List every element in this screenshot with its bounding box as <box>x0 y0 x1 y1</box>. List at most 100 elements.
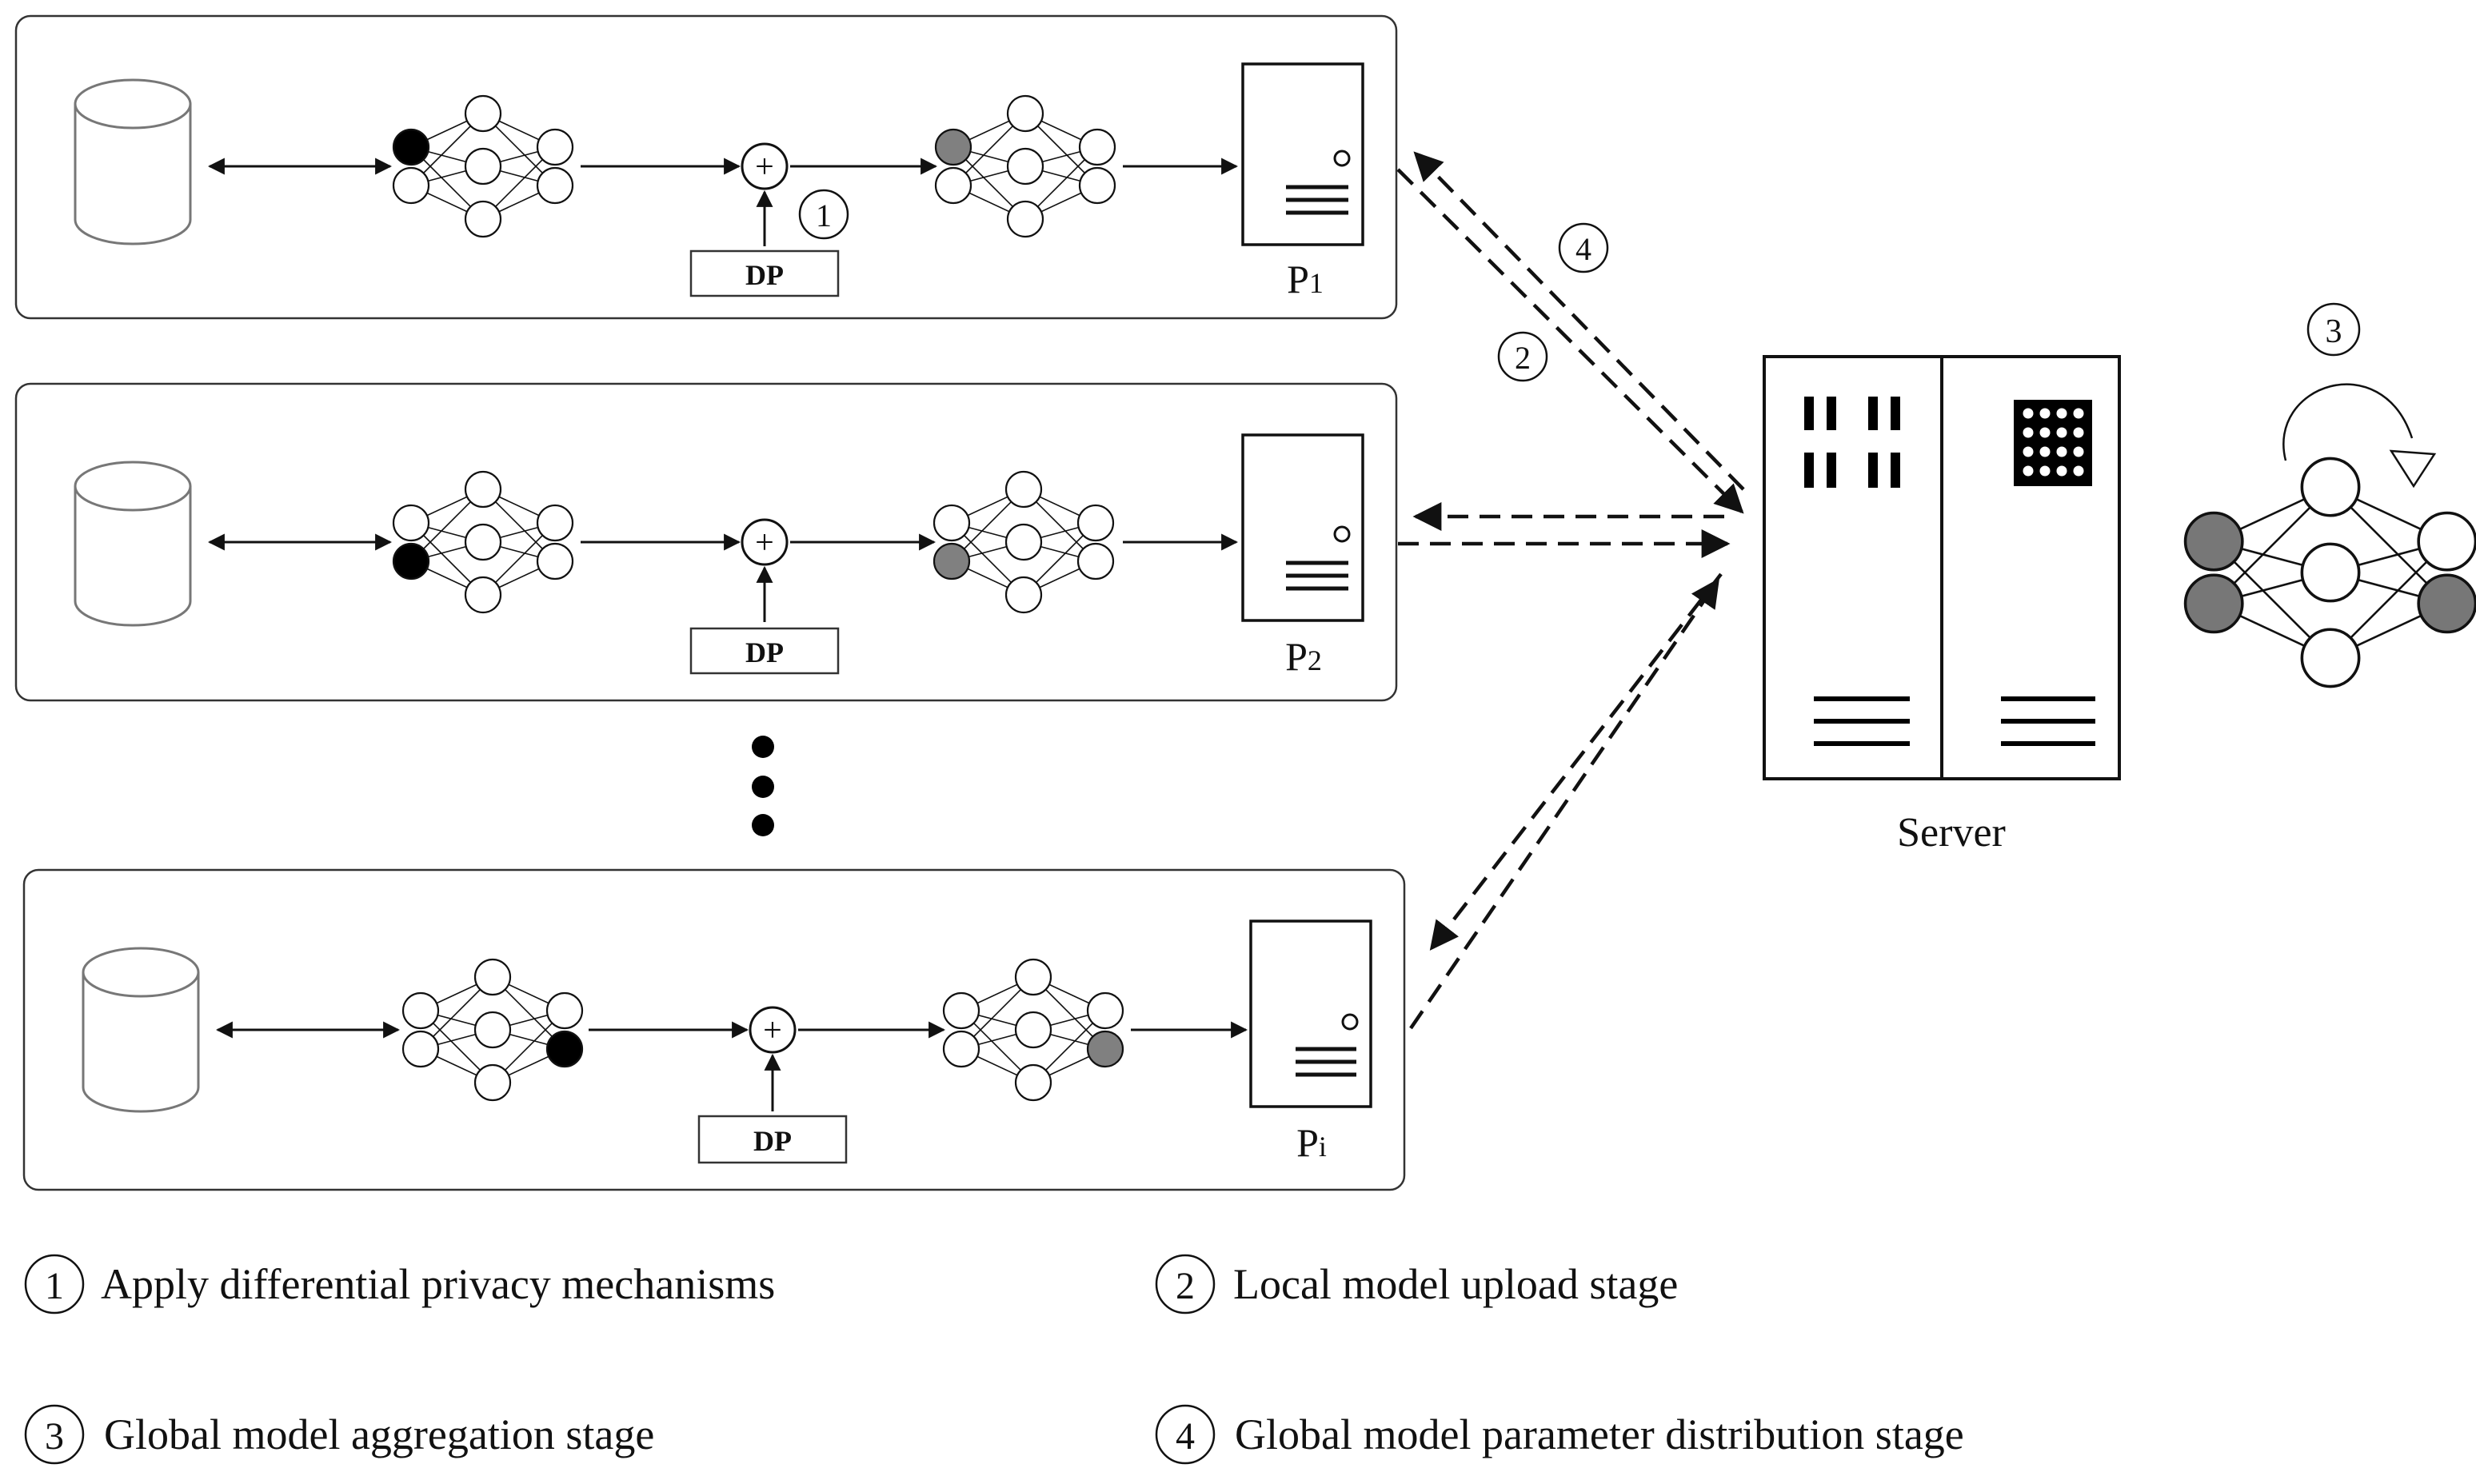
nn-node <box>545 991 584 1030</box>
server-indicator-dot <box>2039 408 2051 419</box>
server-icon <box>1763 355 2121 780</box>
server-indicator-dot <box>2056 446 2067 457</box>
database-icon <box>82 947 200 1113</box>
step-marker-4: 4 <box>1558 222 1609 273</box>
nn-node <box>934 166 972 205</box>
nn-node <box>1076 542 1115 580</box>
nn-node <box>1006 147 1044 186</box>
server-indicator-dot <box>2023 446 2034 457</box>
nn-node <box>473 1011 512 1049</box>
nn-node <box>1086 1030 1124 1068</box>
svg-text:2: 2 <box>1515 340 1531 376</box>
nn-node <box>1078 166 1116 205</box>
legend-item-3: 3 Global model aggregation stage <box>24 1404 654 1465</box>
nn-node <box>536 542 574 580</box>
nn-node <box>473 1063 512 1102</box>
local-model-icon <box>392 470 574 614</box>
nn-node <box>2300 457 2361 517</box>
server-indicator-dot <box>2073 465 2084 477</box>
dp-label: DP <box>745 636 784 668</box>
nn-node <box>536 128 574 166</box>
panel-border <box>14 382 1398 702</box>
distribution-arrow-p1 <box>1413 151 1745 491</box>
database-icon <box>74 461 192 627</box>
legend-text-4: Global model parameter distribution stag… <box>1235 1410 1964 1458</box>
server-label: Server <box>1897 810 2006 856</box>
step-marker-1: 1 <box>798 189 849 240</box>
legend-text-2: Local model upload stage <box>1233 1260 1678 1308</box>
nn-node <box>1014 958 1052 996</box>
server-indicator-dot <box>2039 465 2051 477</box>
server-indicator-dot <box>2073 446 2084 457</box>
nn-node <box>545 1030 584 1068</box>
plus-sign: + <box>755 525 774 561</box>
client-device-icon <box>1241 62 1364 246</box>
local-model-icon <box>392 94 574 238</box>
svg-text:4: 4 <box>1575 231 1591 267</box>
nn-node <box>392 542 430 580</box>
svg-text:3: 3 <box>2326 313 2342 350</box>
nn-node <box>392 166 430 205</box>
communication-arrows <box>1396 151 1745 1030</box>
more-clients-ellipsis <box>752 736 774 836</box>
server-indicator-dot <box>2056 408 2067 419</box>
nn-node <box>464 200 502 238</box>
server-indicator-dot <box>2023 427 2034 438</box>
client-label: P1 <box>1287 257 1324 301</box>
nn-node <box>1006 94 1044 133</box>
nn-node <box>1004 523 1043 561</box>
server-indicator-dot <box>2056 465 2067 477</box>
svg-text:1: 1 <box>45 1265 64 1307</box>
client-label: P2 <box>1285 634 1322 679</box>
plus-circle <box>741 518 789 566</box>
noisy-model-icon <box>934 94 1116 238</box>
plus-circle <box>749 1006 797 1054</box>
nn-node <box>942 991 980 1030</box>
panel-border <box>22 868 1406 1191</box>
nn-node <box>401 1030 440 1068</box>
dp-label: DP <box>753 1125 792 1157</box>
step-marker-2: 2 <box>1497 331 1548 382</box>
dp-box <box>689 249 840 297</box>
local-model-icon <box>401 958 584 1102</box>
nn-node <box>392 128 430 166</box>
legend: 1 Apply differential privacy mechanisms … <box>24 1254 1964 1465</box>
client-label: Pi <box>1296 1120 1327 1165</box>
noisy-model-icon <box>932 470 1115 614</box>
client-device-icon <box>1249 920 1372 1108</box>
dp-box <box>689 627 840 675</box>
legend-text-3: Global model aggregation stage <box>104 1410 654 1458</box>
database-icon <box>74 78 192 245</box>
distribution-arrow-pi <box>1429 572 1723 951</box>
nn-node <box>2417 511 2476 572</box>
plus-circle <box>741 142 789 190</box>
svg-text:2: 2 <box>1176 1265 1195 1307</box>
nn-node <box>2183 573 2244 634</box>
nn-node <box>1014 1063 1052 1102</box>
nn-node <box>932 504 971 542</box>
server-indicator-dot <box>2073 408 2084 419</box>
nn-node <box>2183 511 2244 572</box>
aggregation-arrowhead <box>2389 449 2437 489</box>
legend-text-1: Apply differential privacy mechanisms <box>101 1260 775 1308</box>
client-device-icon <box>1241 433 1364 622</box>
nn-node <box>392 504 430 542</box>
server-indicator-dot <box>2039 446 2051 457</box>
dp-box <box>697 1115 848 1164</box>
nn-node <box>464 94 502 133</box>
nn-node <box>536 504 574 542</box>
server-indicator-dot <box>2073 427 2084 438</box>
plus-sign: + <box>763 1012 782 1049</box>
client-panel-p2: + DP P2 <box>14 382 1398 702</box>
nn-node <box>2300 628 2361 688</box>
nn-node <box>1078 128 1116 166</box>
legend-item-1: 1 Apply differential privacy mechanisms <box>24 1254 775 1314</box>
global-model-icon <box>2183 457 2476 688</box>
server-indicator-dot <box>2023 408 2034 419</box>
svg-text:3: 3 <box>45 1415 64 1458</box>
nn-node <box>932 542 971 580</box>
nn-node <box>2300 542 2361 603</box>
upload-arrow-pi <box>1409 578 1720 1030</box>
nn-node <box>464 523 502 561</box>
